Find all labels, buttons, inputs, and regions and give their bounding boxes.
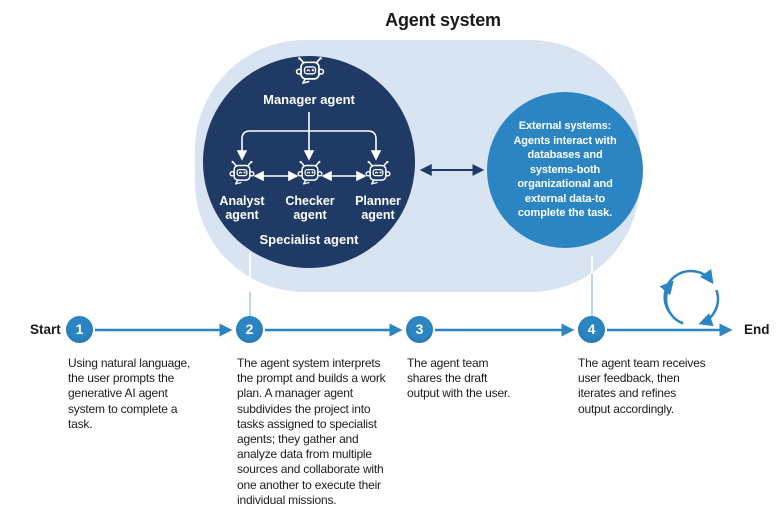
step-circle-2: 2: [236, 316, 263, 343]
internal-agents-circle: Manager agent Analyst agent Checker agen…: [203, 56, 415, 268]
step-circle-3: 3: [406, 316, 433, 343]
checker-agent-label: Checker agent: [285, 194, 335, 222]
robot-icon-planner: [365, 160, 391, 185]
diagram-title: Agent system: [385, 10, 501, 30]
robot-icon-checker: [297, 160, 323, 185]
step-4-description: The agent team receives user feedback, t…: [578, 356, 706, 416]
org-tree-arrows: [236, 112, 382, 182]
step-2-description: The agent system interprets the prompt a…: [237, 356, 386, 507]
start-label: Start: [30, 322, 61, 337]
connector-line-step4-bottom: [591, 274, 593, 318]
analyst-agent-label: Analyst agent: [219, 194, 265, 222]
step-1-description: Using natural language, the user prompts…: [68, 356, 191, 431]
specialist-group-label: Specialist agent: [259, 232, 359, 247]
two-way-arrow-icon: [419, 164, 485, 176]
robot-icon-analyst: [229, 160, 255, 185]
connector-line-step2-bottom: [249, 292, 251, 318]
end-label: End: [744, 322, 770, 337]
step-circle-4: 4: [578, 316, 605, 343]
connector-line-step2-top: [249, 253, 251, 292]
connector-line-step4-top: [591, 256, 593, 274]
planner-agent-label: Planner agent: [355, 194, 401, 222]
timeline-arrows: [95, 268, 733, 337]
step-circle-1: 1: [66, 316, 93, 343]
manager-agent-label: Manager agent: [263, 92, 355, 107]
external-systems-circle: External systems: Agents interact with d…: [487, 92, 643, 248]
external-systems-text: External systems: Agents interact with d…: [513, 120, 617, 220]
iteration-loop-icon: [659, 268, 720, 327]
step-3-description: The agent team shares the draft output w…: [407, 356, 511, 401]
